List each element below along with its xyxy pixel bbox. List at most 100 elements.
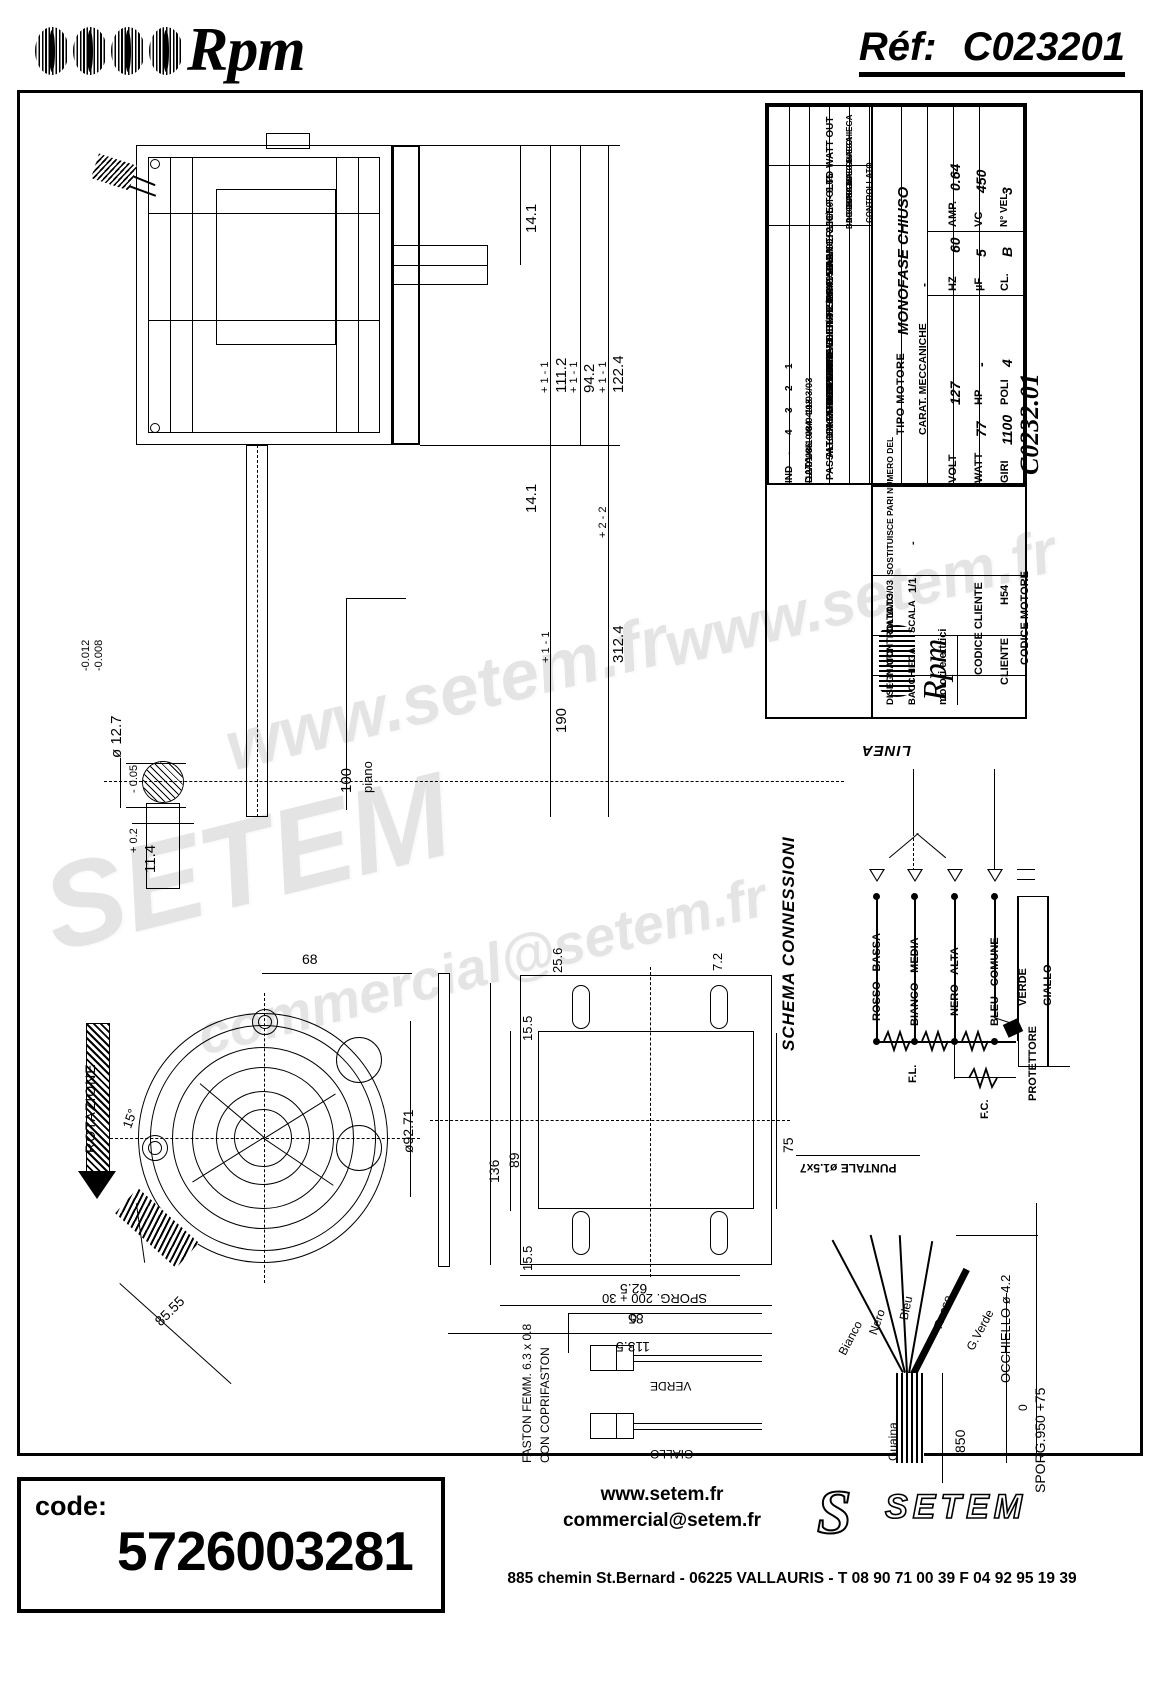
dim-136: 136 xyxy=(486,1159,502,1183)
tol-111-2: + 1 - 1 xyxy=(539,361,551,394)
tb-scala-value: 1/1 xyxy=(907,577,919,593)
dim-key-flat: 11.4 xyxy=(142,844,159,873)
dim-850: 850 xyxy=(952,1429,968,1453)
tb-giri-label: GIRI xyxy=(999,460,1011,483)
tol-shaft-dn: -0.012 xyxy=(80,639,92,671)
faston-verde-label: VERDE xyxy=(650,1379,692,1393)
tb-volt-value: 127 xyxy=(947,381,963,405)
tb-vc-value: 450 xyxy=(973,169,989,193)
tb-codice-motore-value: C0232.01 xyxy=(1015,373,1044,475)
tol-key-dn: - 0.05 xyxy=(128,764,140,793)
dim-14-1-top: 14.1 xyxy=(523,203,540,233)
tb-nvel-label: N° VEL. xyxy=(999,190,1010,227)
tb-watt-value: 77 xyxy=(973,421,989,437)
tb-hz-value: 60 xyxy=(947,237,963,253)
schema-linea-label: LINEA xyxy=(861,742,911,759)
footer-contact: www.setem.fr commercial@setem.fr xyxy=(512,1482,812,1533)
tb-cl-value: B xyxy=(999,246,1015,257)
setem-logo: S SETEM xyxy=(816,1478,1067,1548)
rev-desc-4: MODIF. DATI: VOLT/ HZ/AMP. ERANO: 230/50… xyxy=(825,173,836,414)
wire-label-verde: VERDE xyxy=(1017,968,1029,1006)
setem-wordmark: SETEM xyxy=(884,1487,1028,1527)
guaina-label: Guaina xyxy=(886,1422,900,1461)
tb-watt-label: WATT xyxy=(973,452,985,483)
tb-amp-value: 0.64 xyxy=(947,163,963,191)
tb-cliente-label: CLIENTE xyxy=(999,637,1011,685)
tol-190: + 1 - 1 xyxy=(540,631,552,664)
tb-uf-value: 5 xyxy=(973,249,989,257)
sporg-200-zero: 0 xyxy=(630,1311,637,1325)
tb-scala-label: SCALA xyxy=(907,600,918,633)
wire-label-bleu: BLEU - COMUNE xyxy=(989,937,1001,1026)
guaina-sheath-icon xyxy=(896,1373,924,1463)
tol-94-2: + 1 - 1 xyxy=(568,361,580,394)
sporg-950-zero: 0 xyxy=(1016,1404,1030,1411)
tol-shaft-up: -0.008 xyxy=(93,639,105,671)
footer-address: 885 chemin St.Bernard - 06225 VALLAURIS … xyxy=(507,1570,1077,1587)
fc-coil-icon xyxy=(968,1066,998,1090)
tb-tipo-motore-label: TIPO MOTORE xyxy=(895,352,907,435)
dim-68: 68 xyxy=(302,951,318,967)
wire-label-bianco-h: Bianco xyxy=(835,1318,866,1358)
tb-poli-label: POLI xyxy=(999,379,1011,405)
dim-rotazione-label: ROTAZIONE xyxy=(82,1063,98,1153)
tb-sostituisce-label: SOSTITUISCE PARI NUMERO DEL xyxy=(885,436,895,575)
footer-email[interactable]: commercial@setem.fr xyxy=(562,1509,762,1531)
tb-codice-motore-label: CODICE MOTORE xyxy=(1019,571,1031,665)
tb-volt-label: VOLT xyxy=(947,454,959,483)
drawing-frame: www.setem.fr SETEM commercial@setem.fr w… xyxy=(17,90,1143,1493)
schema-fc-label: F.C. xyxy=(979,1099,991,1119)
footer-website[interactable]: www.setem.fr xyxy=(600,1484,724,1505)
ref-label: Réf: xyxy=(858,25,937,69)
ref-value: C023201 xyxy=(962,25,1125,69)
dim-15-5-top: 15.5 xyxy=(520,1015,535,1041)
footer: code: 5726003281 www.setem.fr commercial… xyxy=(17,1462,1137,1667)
dim-312-4: 312.4 xyxy=(610,625,627,663)
tb-giri-value: 1100 xyxy=(999,414,1015,445)
rev-ind-3: 2 xyxy=(784,385,795,391)
code-value: 5726003281 xyxy=(117,1520,414,1582)
dim-190: 190 xyxy=(553,707,570,733)
faston-line2: CON COPRIFASTON xyxy=(538,1347,552,1463)
tb-amp-label: AMP. xyxy=(947,200,959,227)
dim-15-5-bottom: 15.5 xyxy=(520,1245,535,1271)
wire-label-bianco: BIANCO - MEDIA xyxy=(909,937,921,1026)
dim-piano-label: piano xyxy=(360,761,375,793)
schema-protettore-label: PROTETTORE xyxy=(1027,1026,1039,1101)
tb-vc-label: VC xyxy=(973,211,985,227)
watermark-url: www.setem.fr xyxy=(217,600,676,786)
wire-label-nero: NERO - ALTA xyxy=(949,947,961,1016)
rpm-logo-text: Rpm xyxy=(187,16,306,84)
tb-codice-cliente-label: CODICE CLIENTE xyxy=(973,582,985,675)
winding-coils-icon xyxy=(883,1029,989,1053)
tb-cliente-value: H54 xyxy=(999,584,1011,605)
tol-122-4: + 1 - 1 xyxy=(597,361,609,394)
setem-swoosh-icon: S xyxy=(816,1478,853,1548)
tb-cl-label: CL. xyxy=(999,273,1011,291)
tb-poli-value: 4 xyxy=(999,359,1015,367)
tb-carat-value: - xyxy=(917,283,931,287)
code-label: code: xyxy=(35,1491,108,1521)
dim-7-2: 7.2 xyxy=(710,952,725,971)
tb-disegnato-value: BACCHIEGA xyxy=(907,647,918,705)
tb-sostituisce-value: - xyxy=(907,541,919,545)
dim-89: 89 xyxy=(506,1152,522,1168)
tb-hp-value: - xyxy=(973,362,989,367)
dim-94-2: 94.2 xyxy=(581,363,598,393)
wire-label-gverde-h: G.Verde xyxy=(963,1307,997,1353)
wire-label-bleu-h: Bleu xyxy=(896,1294,916,1322)
dim-122-4: 122.4 xyxy=(610,355,627,393)
tb-carat-label: CARAT. MECCANICHE xyxy=(917,323,929,435)
rev-ind-1: 4 xyxy=(784,429,795,435)
dim-14-1-bottom: 14.1 xyxy=(523,483,540,513)
faston-giallo-label: GIALLO xyxy=(650,1447,694,1461)
wire-label-rosso-h: Rosso xyxy=(931,1293,955,1331)
schema-connessioni: SCHEMA CONNESSIONI LINEA xyxy=(765,721,1070,1119)
rev-ind-2: 3 xyxy=(784,407,795,413)
tb-uf-label: µF xyxy=(973,277,985,291)
tb-hp-label: HP xyxy=(973,389,985,405)
dim-angle-15: 15° xyxy=(119,1106,141,1131)
rotation-arrow-icon xyxy=(86,1023,110,1175)
tb-header-ind: IND xyxy=(784,465,795,483)
puntale-label: PUNTALE ø1.5x7 xyxy=(800,1161,897,1175)
